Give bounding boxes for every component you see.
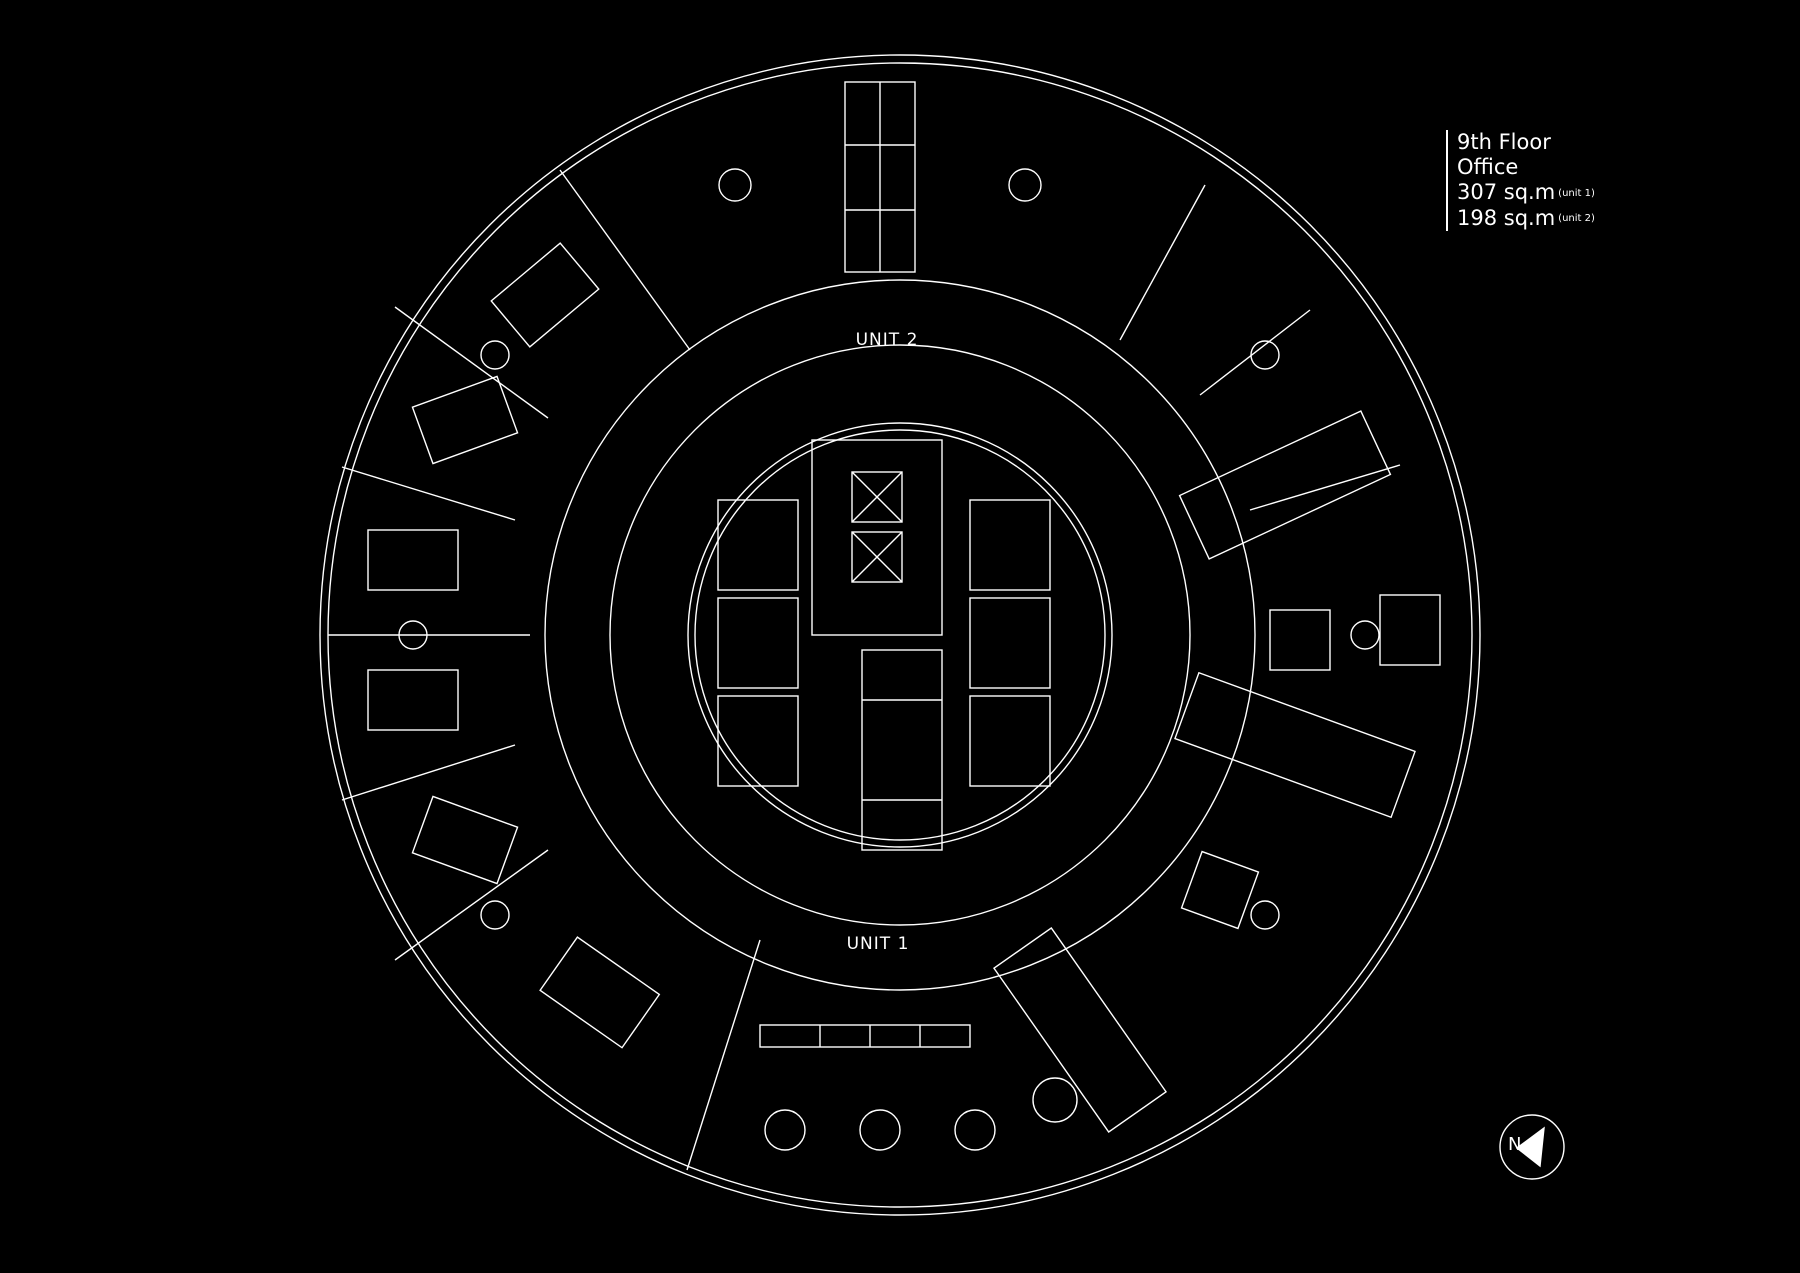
lift-left-3 (717, 695, 799, 787)
corridor-ring-inner (609, 344, 1191, 926)
meeting-table-w5 (490, 242, 600, 348)
legend-area-unit1: 307 sq.m(unit 1) (1457, 180, 1595, 206)
legend-area-unit1-value: 307 sq.m (1457, 180, 1556, 204)
compass-north-letter: N (1508, 1134, 1521, 1155)
meeting-table-w6 (539, 936, 661, 1049)
legend-use: Office (1457, 155, 1519, 179)
round-table-w (398, 620, 428, 650)
washroom-block (861, 649, 943, 851)
stair-well-lower (851, 531, 903, 583)
legend-area-unit2-value: 198 sq.m (1457, 205, 1556, 230)
lift-right-1 (969, 499, 1051, 591)
stair-well-upper (851, 471, 903, 523)
desk-e-square (1269, 609, 1331, 671)
lift-left-2 (717, 597, 799, 689)
legend-area-unit2-tag: (unit 2) (1558, 213, 1595, 224)
meeting-table-w3 (411, 375, 519, 465)
desk-cluster-e1 (1178, 410, 1392, 560)
lift-right-2 (969, 597, 1051, 689)
meeting-table-w4 (411, 795, 519, 885)
core-wall (687, 422, 1113, 848)
compass-ring (1499, 1114, 1565, 1180)
core-wall-inner (694, 429, 1106, 841)
legend-area-unit1-tag: (unit 1) (1558, 187, 1595, 199)
meeting-table-w1 (367, 529, 459, 591)
lift-left-1 (717, 499, 799, 591)
outer-facade (319, 54, 1481, 1216)
pantry-counter (759, 1024, 971, 1048)
meeting-table-w2 (367, 669, 459, 731)
desk-cluster-se (992, 927, 1168, 1133)
corridor-ring-outer (544, 279, 1256, 991)
lift-right-3 (969, 695, 1051, 787)
floor-legend: 9th Floor Office 307 sq.m(unit 1) 198 sq… (1446, 130, 1595, 231)
label-unit-2: UNIT 2 (855, 330, 919, 350)
desk-cluster-e2 (1174, 671, 1416, 819)
legend-area-unit2: 198 sq.m(unit 2) (1457, 206, 1595, 232)
legend-floor: 9th Floor (1457, 130, 1551, 154)
desk-e3 (1379, 594, 1441, 666)
compass-arrow-icon (1515, 1126, 1545, 1168)
label-unit-1: UNIT 1 (846, 934, 910, 954)
compass (1499, 1114, 1565, 1180)
stair (811, 439, 943, 636)
